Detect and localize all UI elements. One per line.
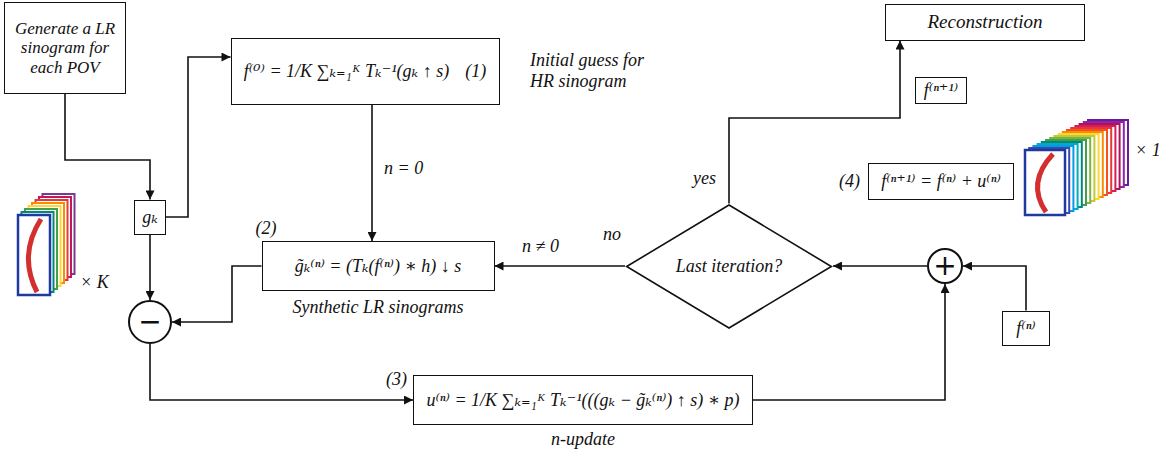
sinogram-frame (1025, 150, 1065, 215)
formula-text: f⁽ⁿ⁺¹⁾ (924, 80, 958, 101)
note-label: Initial guess for HR sinogram (528, 50, 672, 91)
connector-arrow (495, 265, 626, 267)
connector-arrow (65, 94, 150, 200)
connector-arrow (172, 266, 262, 322)
decision-text: Last iteration? (676, 256, 783, 277)
formula-text: u⁽ⁿ⁾ = 1/K ∑ₖ₌₁ᴷ Tₖ⁻¹(((gₖ − g̃ₖ⁽ⁿ⁾) ↑ s… (426, 390, 739, 411)
process-box: Generate a LR sinogram for each POV (4, 2, 126, 94)
formula-box: f⁽ⁿ⁾ (1002, 311, 1050, 346)
operator-circle: − (128, 300, 172, 344)
connector-arrow (166, 57, 231, 217)
sinogram-frame (18, 215, 50, 295)
box-text: Generate a LR sinogram for each POV (11, 19, 119, 78)
decision-diamond: Last iteration? (625, 204, 833, 329)
sinogram-curve (1037, 154, 1053, 212)
connector-arrow (150, 344, 413, 400)
edge-label: n = 0 (382, 158, 425, 179)
formula-text: f⁽ⁿ⁾ (1016, 318, 1036, 339)
edge-label: yes (691, 168, 718, 189)
formula-box: f⁽ⁿ⁺¹⁾ (915, 77, 967, 104)
formula-text: gₖ (142, 207, 158, 228)
edge-label: n ≠ 0 (520, 236, 561, 257)
formula-box: f⁽ⁿ⁺¹⁾ = f⁽ⁿ⁾ + u⁽ⁿ⁾ (868, 163, 1014, 200)
formula-text: f⁽⁰⁾ = 1/K ∑ₖ₌₁ᴷ Tₖ⁻¹(gₖ ↑ s) (244, 61, 449, 82)
formula-text: f⁽ⁿ⁺¹⁾ = f⁽ⁿ⁾ + u⁽ⁿ⁾ (881, 171, 1001, 192)
diamond-shape (627, 205, 832, 328)
operator-symbol: + (933, 252, 956, 280)
caption-label: Synthetic LR sinograms (291, 297, 466, 318)
operator-circle: + (927, 248, 963, 284)
note-label: × 1 (1133, 140, 1163, 161)
sinogram-stack-right (1025, 120, 1128, 215)
sinogram-curve (28, 219, 41, 292)
caption-label: (2) (254, 218, 279, 239)
process-box: Reconstruction (885, 4, 1085, 41)
formula-box: g̃ₖ⁽ⁿ⁾ = (Tₖ(f⁽ⁿ⁾) ∗ h) ↓ s (262, 241, 495, 291)
caption-label: n-update (549, 429, 617, 450)
note-label: no (601, 224, 623, 245)
formula-box: u⁽ⁿ⁾ = 1/K ∑ₖ₌₁ᴷ Tₖ⁻¹(((gₖ − g̃ₖ⁽ⁿ⁾) ↑ s… (413, 375, 753, 425)
formula-text: g̃ₖ⁽ⁿ⁾ = (Tₖ(f⁽ⁿ⁾) ∗ h) ↓ s (295, 256, 462, 277)
connector-arrow (833, 265, 927, 267)
connector-arrow (963, 266, 1026, 311)
connector-arrow (753, 284, 945, 400)
caption-label: (3) (384, 369, 409, 390)
formula-box: f⁽⁰⁾ = 1/K ∑ₖ₌₁ᴷ Tₖ⁻¹(gₖ ↑ s) (1) (231, 38, 500, 105)
formula-box: gₖ (134, 200, 166, 235)
connector-arrow (149, 235, 151, 301)
caption-label: (4) (837, 171, 862, 192)
note-label: × K (78, 272, 111, 293)
formula-text: (1) (465, 61, 486, 82)
operator-symbol: − (138, 308, 161, 336)
sinogram-stack-left (18, 194, 75, 295)
connector-arrow (371, 105, 373, 242)
box-text: Reconstruction (927, 11, 1042, 33)
